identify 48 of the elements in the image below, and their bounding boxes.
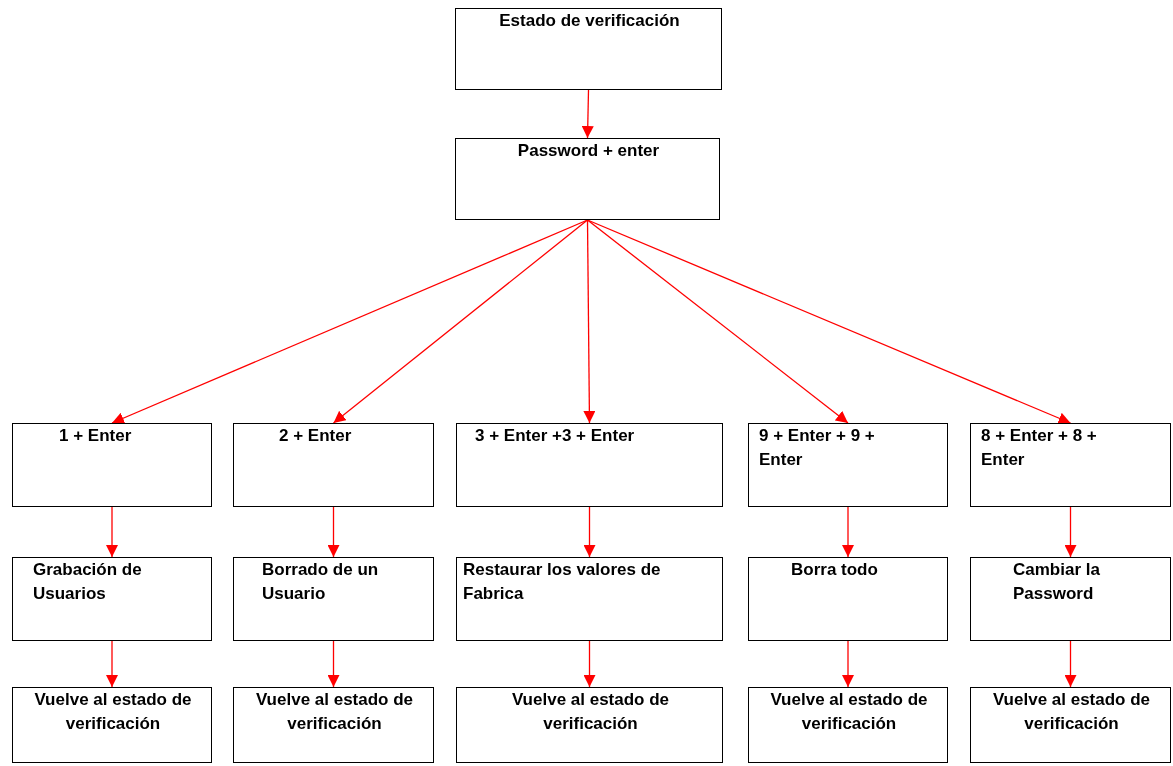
process-box	[456, 423, 723, 507]
process-box	[233, 687, 434, 763]
arrow	[327, 506, 340, 558]
arrow	[583, 640, 596, 688]
box-label: Restaurar los valores de Fabrica	[463, 559, 662, 605]
box-label: Vuelve al estado de verificación	[33, 689, 193, 735]
process-box	[455, 138, 720, 220]
process-box	[233, 557, 434, 641]
arrow	[1064, 640, 1077, 688]
arrow	[586, 219, 849, 424]
box-label: Vuelve al estado de verificación	[991, 689, 1152, 735]
process-box	[12, 557, 212, 641]
box-label: 2 + Enter	[279, 425, 353, 447]
box-label: Borra todo	[791, 559, 879, 581]
process-box	[12, 687, 212, 763]
arrow	[106, 506, 118, 558]
box-label: Estado de verificación	[498, 10, 681, 32]
process-box	[12, 423, 212, 507]
box-label: 3 + Enter +3 + Enter	[475, 425, 636, 447]
process-box	[970, 687, 1171, 763]
arrow	[327, 640, 340, 688]
arrow	[583, 219, 596, 424]
box-label: Vuelve al estado de verificación	[769, 689, 929, 735]
process-box	[456, 687, 723, 763]
box-label: Password + enter	[516, 140, 661, 162]
process-box	[455, 8, 722, 90]
box-label: 1 + Enter	[59, 425, 133, 447]
box-label: Vuelve al estado de verificación	[254, 689, 415, 735]
box-label: Cambiar la Password	[1013, 559, 1101, 605]
box-label: Borrado de un Usuario	[262, 559, 380, 605]
process-box	[748, 423, 948, 507]
arrow	[106, 640, 118, 688]
arrow	[332, 219, 589, 424]
process-box	[456, 557, 723, 641]
process-box	[748, 687, 948, 763]
arrow	[842, 640, 854, 688]
arrow	[1064, 506, 1077, 558]
process-box	[233, 423, 434, 507]
arrow	[583, 506, 596, 558]
box-label: Grabación de Usuarios	[33, 559, 143, 605]
arrow	[581, 89, 594, 139]
process-box	[748, 557, 948, 641]
process-box	[970, 423, 1171, 507]
box-label: 9 + Enter + 9 + Enter	[759, 425, 876, 471]
process-box	[970, 557, 1171, 641]
box-label: Vuelve al estado de verificación	[510, 689, 671, 735]
arrow	[842, 506, 854, 558]
box-label: 8 + Enter + 8 + Enter	[981, 425, 1098, 471]
